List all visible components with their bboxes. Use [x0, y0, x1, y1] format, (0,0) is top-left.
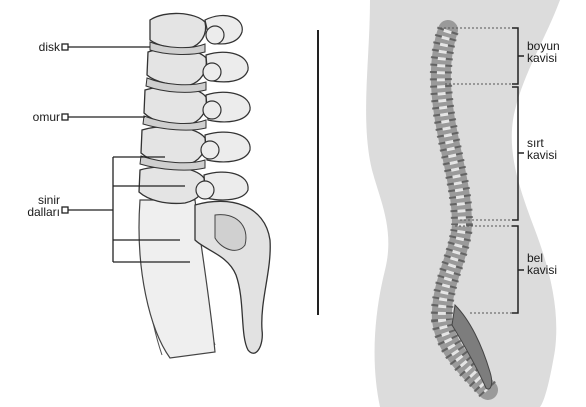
label-sirt-line2: kavisi — [527, 149, 557, 161]
label-sinir-line2: dalları — [10, 206, 60, 218]
label-boyun-line2: kavisi — [527, 52, 557, 64]
label-disk: disk — [20, 41, 60, 53]
disk-marker — [62, 44, 68, 50]
sinir-marker — [62, 207, 68, 213]
omur-marker — [62, 114, 68, 120]
vertebra-5 — [139, 167, 204, 204]
vertebra-1 — [150, 13, 206, 48]
label-bel-line2: kavisi — [527, 264, 557, 276]
label-omur: omur — [6, 111, 60, 123]
